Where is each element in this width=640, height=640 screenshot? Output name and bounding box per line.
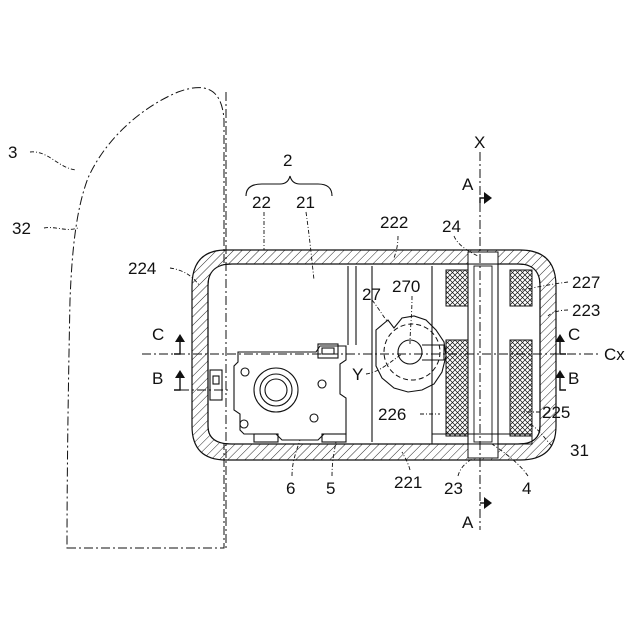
- label-270: 270: [392, 277, 420, 296]
- label-a-top: A: [462, 175, 474, 194]
- label-226: 226: [378, 405, 406, 424]
- slot-24: [468, 252, 498, 264]
- label-23: 23: [444, 479, 463, 498]
- label-32: 32: [12, 219, 31, 238]
- label-5: 5: [326, 479, 335, 498]
- label-225: 225: [542, 403, 570, 422]
- label-224: 224: [128, 259, 156, 278]
- label-31: 31: [570, 441, 589, 460]
- label-b-right: B: [568, 369, 579, 388]
- rail-4: [432, 252, 532, 458]
- label-22: 22: [252, 193, 271, 212]
- label-24: 24: [442, 217, 461, 236]
- label-21: 21: [296, 193, 315, 212]
- label-6: 6: [286, 479, 295, 498]
- section-b-left-arrow: [175, 370, 185, 378]
- label-222: 222: [380, 213, 408, 232]
- label-x: X: [474, 133, 485, 152]
- leader-3: [30, 152, 76, 170]
- label-y: Y: [352, 365, 363, 384]
- label-a-bottom: A: [462, 513, 474, 532]
- leader-23: [458, 458, 474, 476]
- section-a-top-arrow: [484, 192, 492, 204]
- label-cx: Cx: [604, 345, 625, 364]
- label-c-left: C: [152, 325, 164, 344]
- slot-23-bottom: [468, 444, 498, 458]
- label-2: 2: [283, 151, 292, 170]
- block-227-right: [510, 270, 532, 306]
- label-223: 223: [572, 301, 600, 320]
- label-27: 27: [362, 285, 381, 304]
- section-a-bottom-arrow: [484, 497, 492, 509]
- label-c-right: C: [568, 325, 580, 344]
- label-227: 227: [572, 273, 600, 292]
- leader-32: [44, 228, 78, 230]
- label-4: 4: [522, 479, 531, 498]
- label-221: 221: [394, 473, 422, 492]
- label-3: 3: [8, 143, 17, 162]
- housing-2: [192, 250, 556, 460]
- label-b-left: B: [152, 369, 163, 388]
- section-c-left-arrow: [175, 334, 185, 342]
- block-227: [446, 270, 468, 306]
